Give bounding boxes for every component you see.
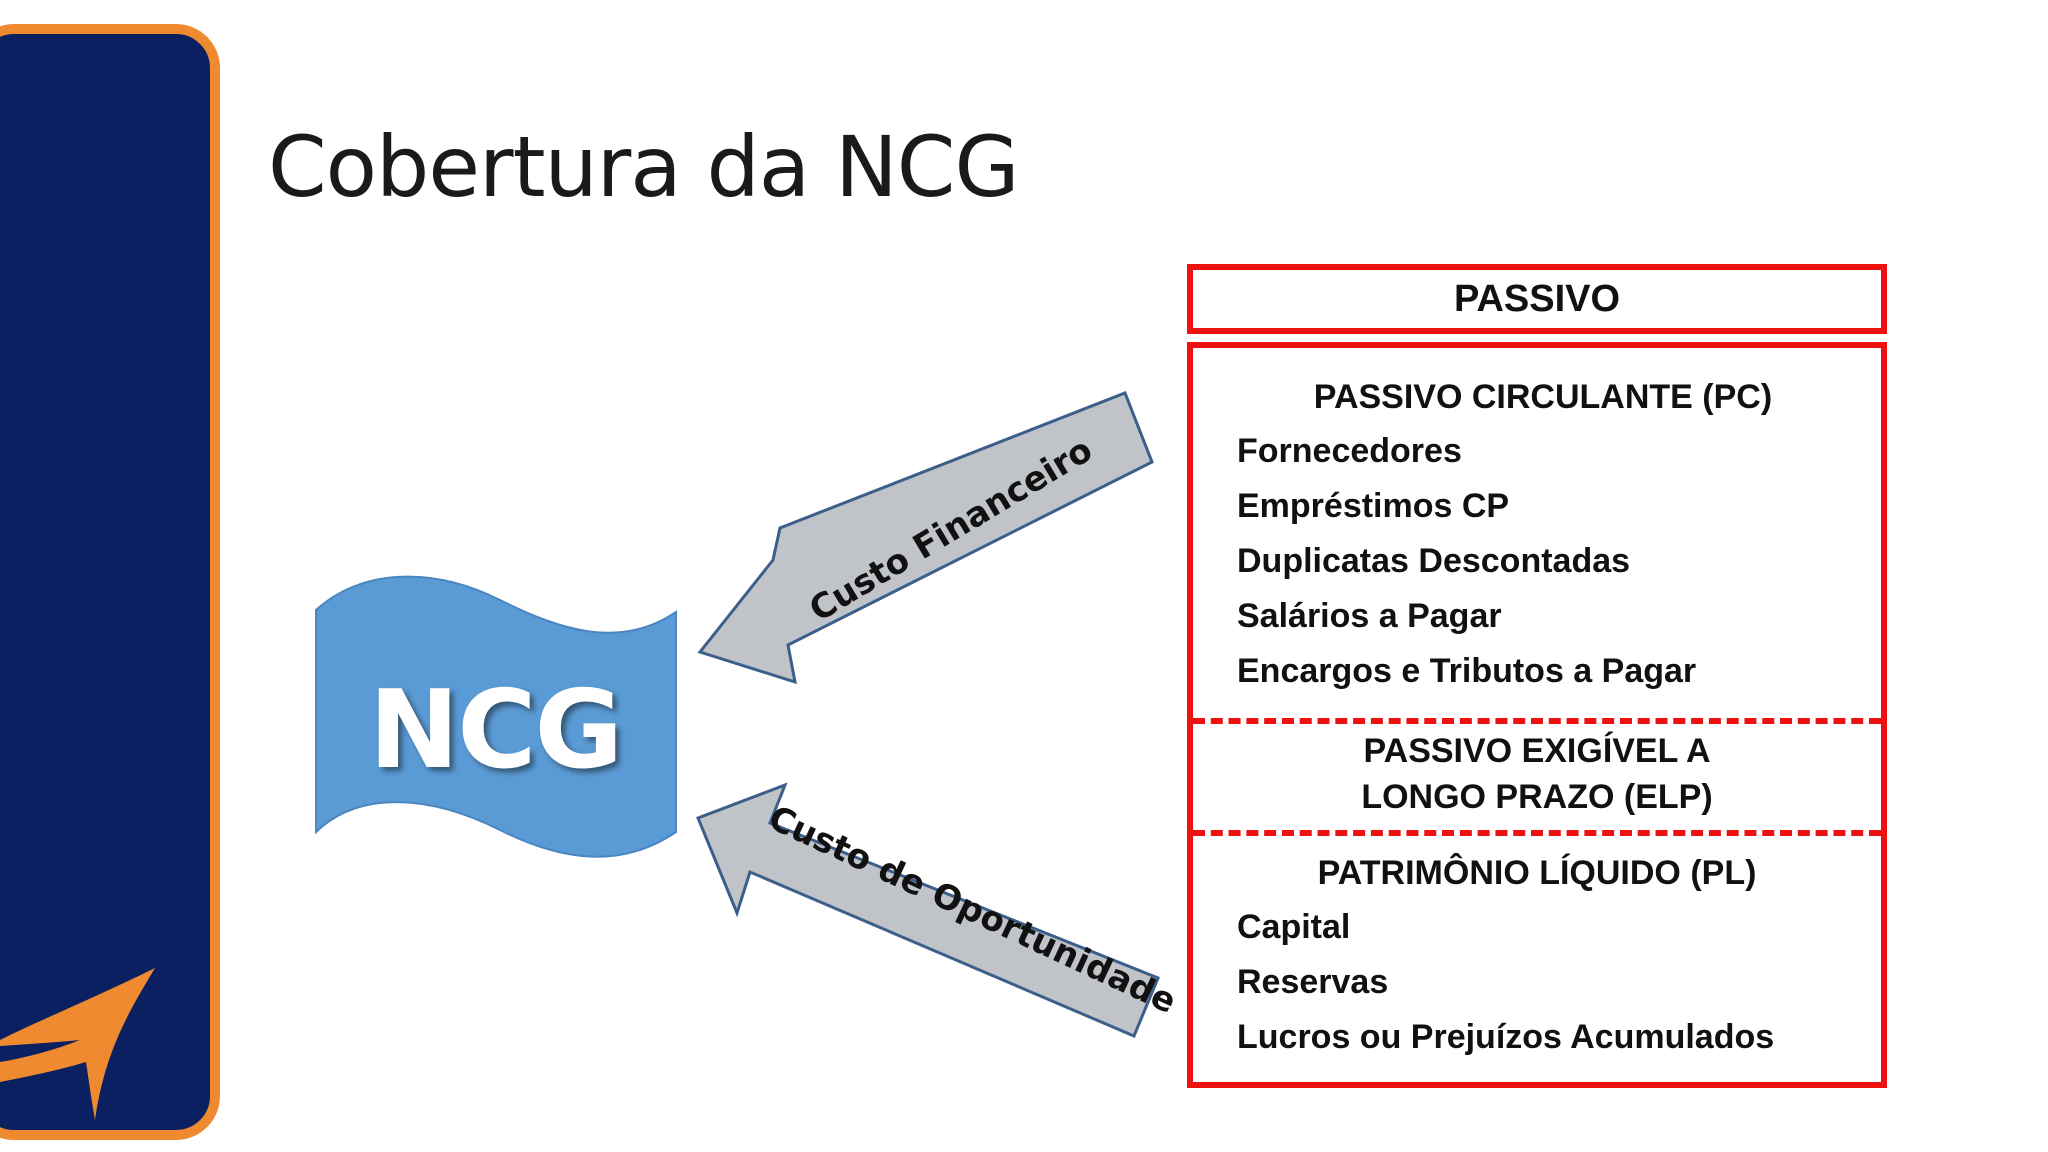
section-elp: PASSIVO EXIGÍVEL A LONGO PRAZO (ELP) — [1193, 728, 1881, 820]
ncg-label: NCG — [368, 668, 623, 793]
ncg-diagram — [315, 391, 1160, 1038]
logo-arrow-icon — [0, 968, 155, 1120]
list-item: Empréstimos CP — [1237, 487, 1510, 525]
section-title-line2: LONGO PRAZO (ELP) — [1361, 778, 1713, 816]
passivo-table: PASSIVO CIRCULANTE (PC) Fornecedores Emp… — [1187, 342, 1887, 1088]
passivo-header: PASSIVO — [1187, 264, 1887, 334]
list-item: Lucros ou Prejuízos Acumulados — [1237, 1018, 1775, 1056]
arrow-custo-financeiro — [697, 391, 1154, 685]
arrow-custo-oportunidade — [696, 782, 1160, 1038]
page-title: Cobertura da NCG — [268, 118, 1020, 216]
list-item: Encargos e Tributos a Pagar — [1237, 652, 1697, 690]
list-item: Reservas — [1237, 963, 1389, 1001]
list-item: Capital — [1237, 908, 1351, 946]
list-item: Duplicatas Descontadas — [1237, 542, 1631, 580]
list-item: Fornecedores — [1237, 432, 1462, 470]
sidebar-panel — [0, 24, 220, 1140]
section-title-line1: PASSIVO EXIGÍVEL A — [1363, 732, 1711, 770]
section-title: PASSIVO CIRCULANTE (PC) — [1313, 378, 1773, 416]
section-title: PATRIMÔNIO LÍQUIDO (PL) — [1317, 854, 1757, 892]
dashed-divider — [1193, 830, 1881, 836]
dashed-divider — [1193, 718, 1881, 724]
section-patrimonio-liquido: PATRIMÔNIO LÍQUIDO (PL) Capital Reservas… — [1193, 850, 1881, 1065]
list-item: Salários a Pagar — [1237, 597, 1502, 635]
section-passivo-circulante: PASSIVO CIRCULANTE (PC) Fornecedores Emp… — [1193, 374, 1881, 699]
ncg-flag-shape — [315, 575, 677, 858]
